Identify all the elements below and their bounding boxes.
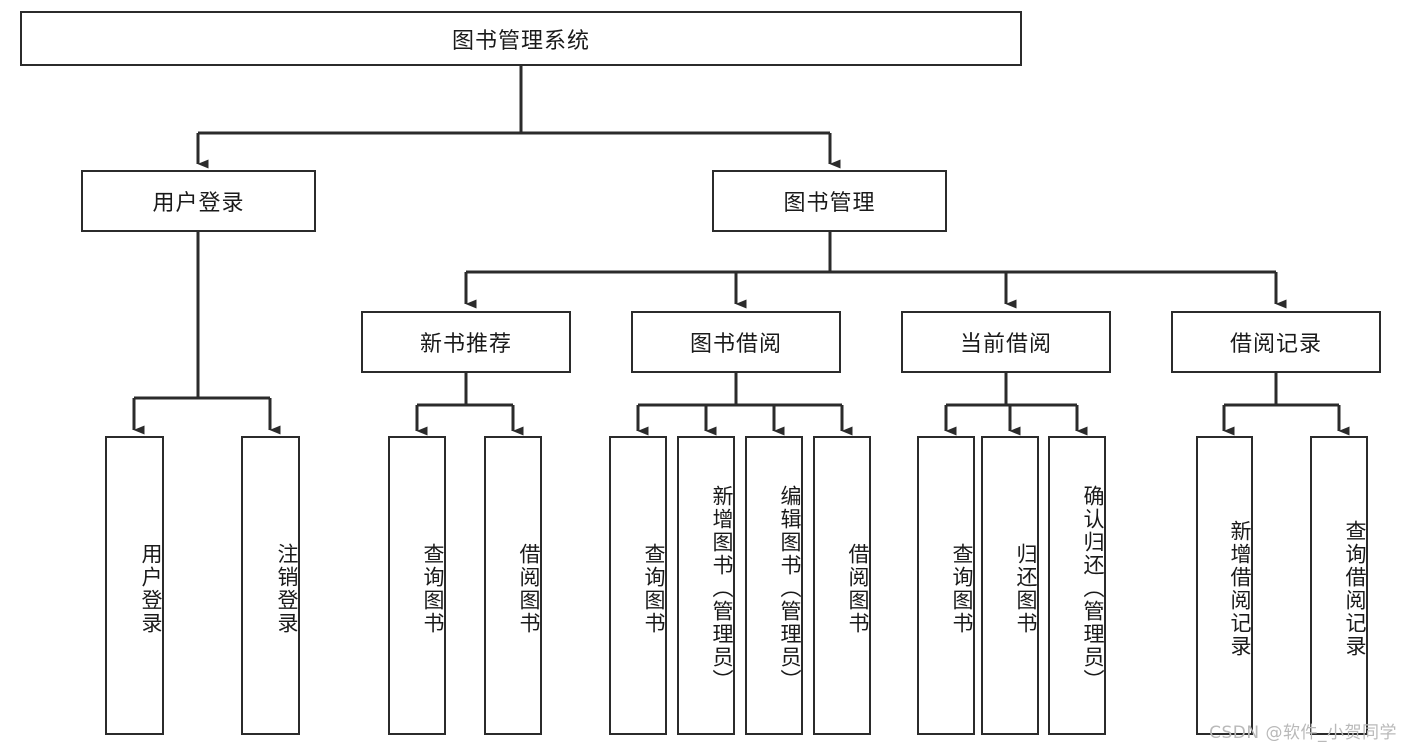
node-records-label: 借阅记录: [1229, 332, 1322, 357]
node-cu-confirm-label: 确认归还（管理员）: [1081, 485, 1105, 692]
node-cu-confirm[interactable]: 确认归还（管理员）: [1048, 436, 1106, 735]
node-records[interactable]: 借阅记录: [1171, 311, 1381, 373]
node-bo-lend-label: 借阅图书: [846, 542, 870, 635]
node-bo-edit-label: 编辑图书（管理员）: [778, 485, 802, 692]
node-re-query-label: 查询借阅记录: [1343, 519, 1367, 658]
node-root[interactable]: 图书管理系统: [20, 11, 1022, 66]
node-newbooks[interactable]: 新书推荐: [361, 311, 571, 373]
node-userlogin[interactable]: 用户登录: [105, 436, 164, 735]
node-newbooks-label: 新书推荐: [419, 332, 512, 357]
node-current-label: 当前借阅: [959, 332, 1052, 357]
node-current[interactable]: 当前借阅: [901, 311, 1111, 373]
node-re-add-label: 新增借阅记录: [1228, 519, 1252, 658]
node-cu-return[interactable]: 归还图书: [981, 436, 1039, 735]
node-root-label: 图书管理系统: [451, 28, 590, 54]
node-re-add[interactable]: 新增借阅记录: [1196, 436, 1253, 735]
node-userlogout-label: 注销登录: [275, 542, 299, 635]
node-login[interactable]: 用户登录: [81, 170, 316, 232]
node-bookmgmt-label: 图书管理: [783, 191, 876, 216]
node-cu-return-label: 归还图书: [1014, 542, 1038, 635]
node-cu-query-label: 查询图书: [950, 542, 974, 635]
node-bookmgmt[interactable]: 图书管理: [712, 170, 947, 232]
node-nb-query[interactable]: 查询图书: [388, 436, 446, 735]
node-bo-lend[interactable]: 借阅图书: [813, 436, 871, 735]
node-bo-query[interactable]: 查询图书: [609, 436, 667, 735]
node-bo-add[interactable]: 新增图书（管理员）: [677, 436, 735, 735]
node-cu-query[interactable]: 查询图书: [917, 436, 975, 735]
node-borrow[interactable]: 图书借阅: [631, 311, 841, 373]
node-userlogin-label: 用户登录: [139, 542, 163, 635]
node-nb-borrow[interactable]: 借阅图书: [484, 436, 542, 735]
node-bo-query-label: 查询图书: [642, 542, 666, 635]
node-re-query[interactable]: 查询借阅记录: [1310, 436, 1368, 735]
node-nb-query-label: 查询图书: [421, 542, 445, 635]
node-bo-edit[interactable]: 编辑图书（管理员）: [745, 436, 803, 735]
node-login-label: 用户登录: [152, 191, 245, 216]
node-bo-add-label: 新增图书（管理员）: [710, 485, 734, 692]
node-nb-borrow-label: 借阅图书: [517, 542, 541, 635]
node-borrow-label: 图书借阅: [689, 332, 782, 357]
node-userlogout[interactable]: 注销登录: [241, 436, 300, 735]
